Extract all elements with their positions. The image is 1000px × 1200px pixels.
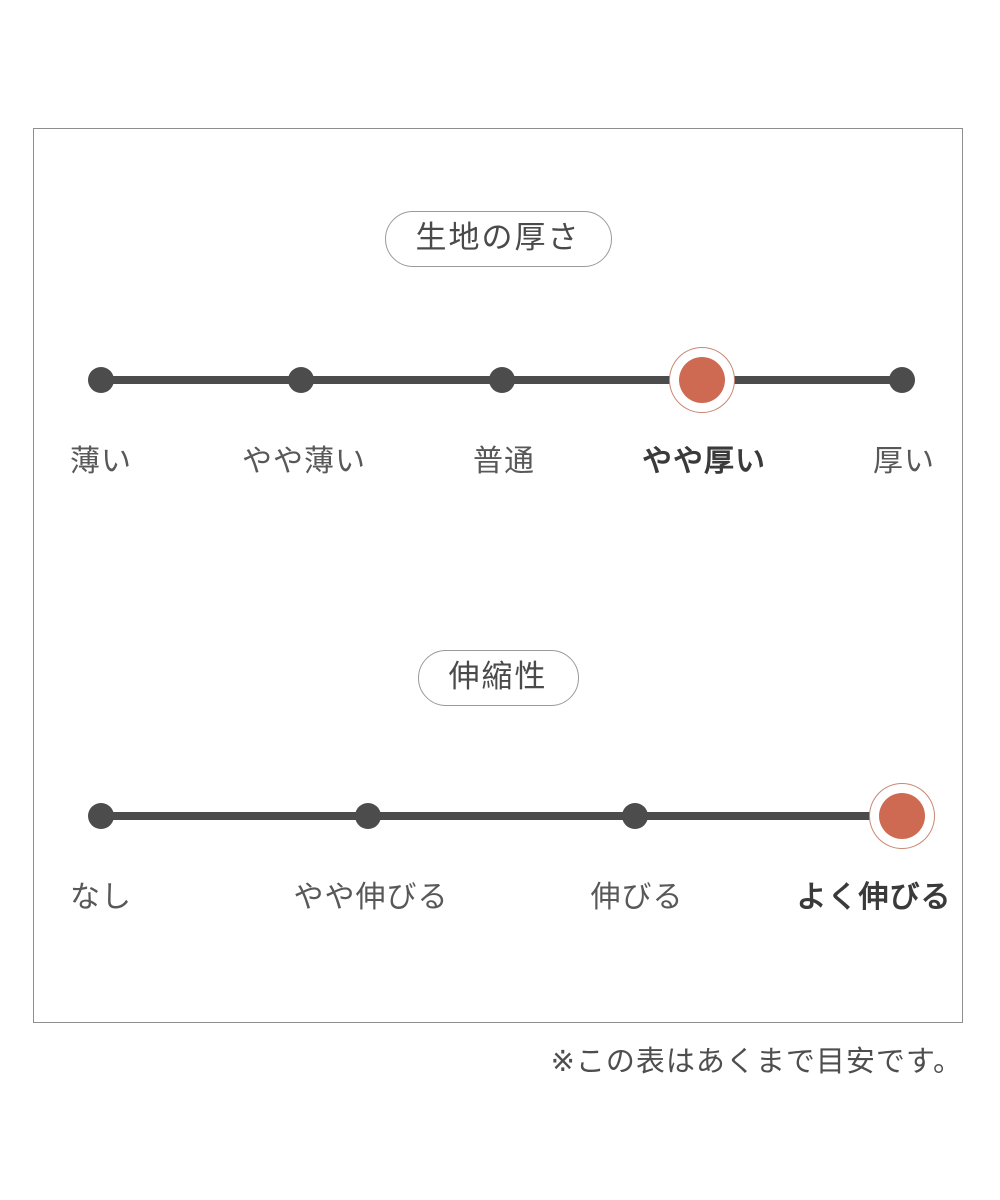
thickness-pill-label: 生地の厚さ (384, 211, 612, 268)
stretch-label-3: 伸びる (590, 881, 684, 914)
thickness-label-5: 厚い (873, 445, 935, 478)
stretch-point-1[interactable] (88, 803, 114, 829)
thickness-point-1[interactable] (88, 367, 114, 393)
stretch-point-4-selected[interactable] (879, 793, 925, 839)
stretch-label-2: やや伸びる (293, 881, 449, 914)
stretch-point-3[interactable] (621, 803, 648, 829)
stretch-label-1: なし (70, 881, 132, 914)
fabric-properties-panel: 生地の厚さ 薄い やや薄い 普通 やや厚い 厚い 伸縮性 なし や (33, 128, 963, 1023)
thickness-label-2: やや薄い (242, 445, 366, 478)
stretch-pill-label: 伸縮性 (417, 650, 579, 707)
thickness-point-4-selected[interactable] (678, 357, 725, 403)
thickness-point-5[interactable] (889, 367, 915, 393)
thickness-label-4: やや厚い (642, 445, 766, 478)
thickness-label-3: 普通 (473, 445, 535, 478)
thickness-label-1: 薄い (70, 445, 132, 478)
stretch-point-2[interactable] (354, 803, 381, 829)
thickness-heading-row: 生地の厚さ (34, 211, 962, 268)
stretch-track-line (101, 812, 902, 820)
thickness-labels: 薄い やや薄い 普通 やや厚い 厚い (34, 436, 962, 480)
stretch-heading-row: 伸縮性 (34, 650, 962, 707)
thickness-point-2[interactable] (288, 367, 315, 393)
chart-footnote: ※この表はあくまで目安です。 (550, 1046, 963, 1078)
stretch-label-4: よく伸びる (796, 881, 952, 914)
thickness-point-3[interactable] (488, 367, 515, 393)
stretch-labels: なし やや伸びる 伸びる よく伸びる (34, 872, 962, 916)
